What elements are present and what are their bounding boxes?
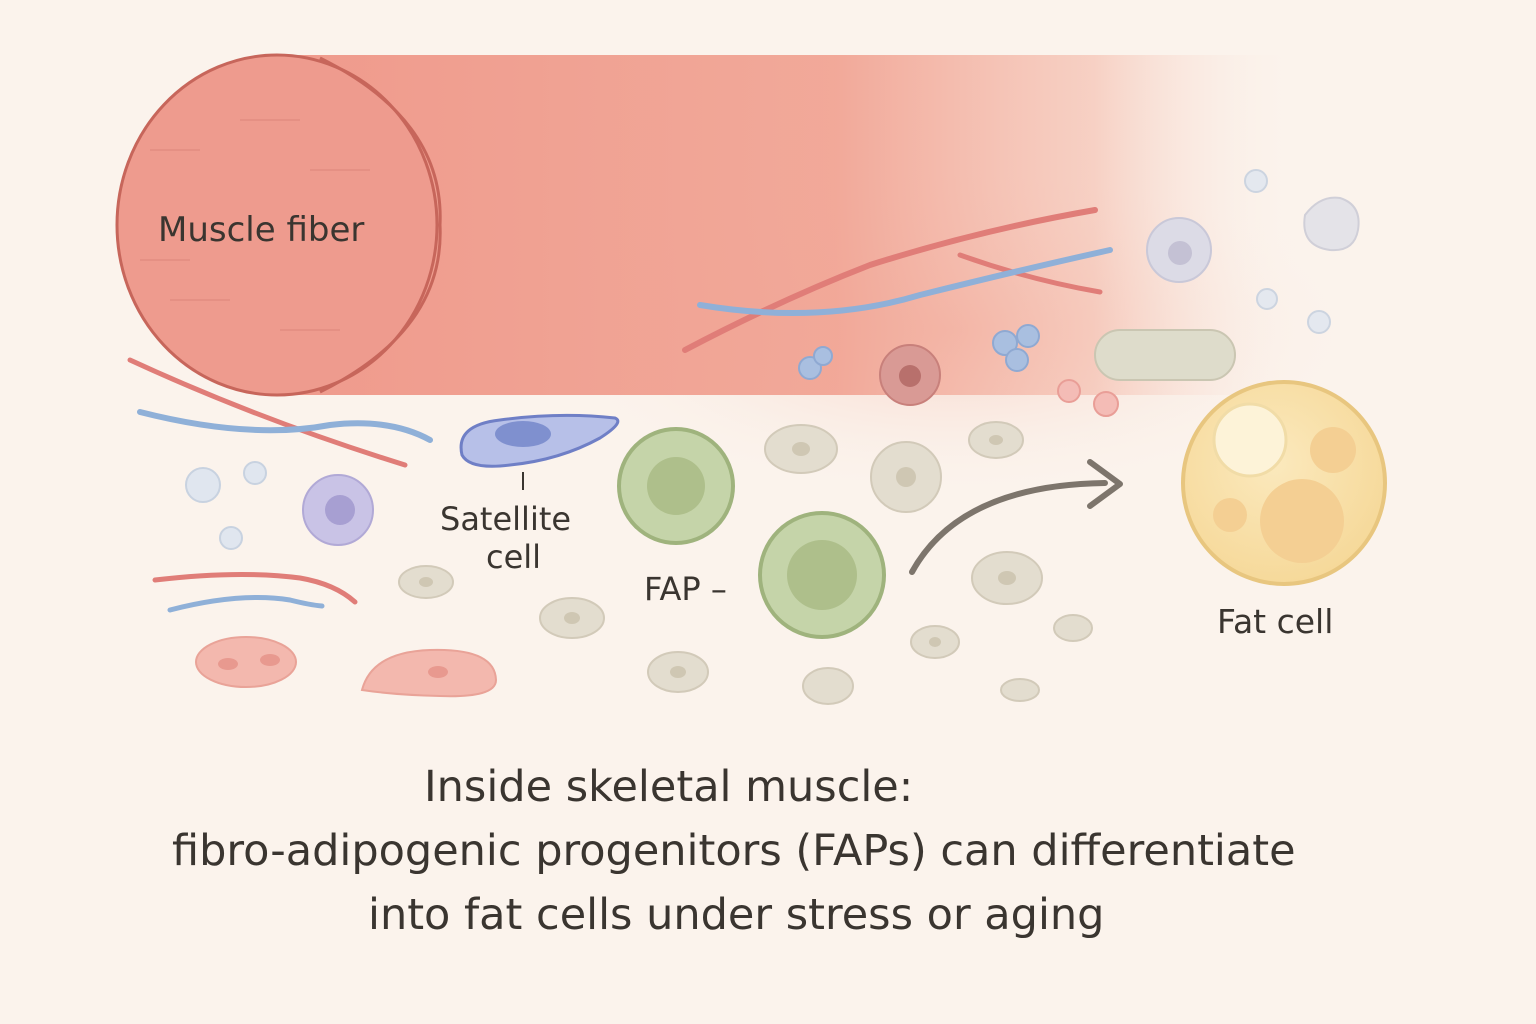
caption-line-2: fibro-adipogenic progenitors (FAPs) can … — [172, 826, 1296, 876]
lavender-cell-nucleus — [1168, 241, 1192, 265]
caption-line-3: into fat cells under stress or aging — [368, 890, 1104, 940]
red-blood-cell — [1094, 392, 1118, 416]
small-cell — [186, 468, 220, 502]
lipid-droplet — [1310, 427, 1356, 473]
pink-cell — [196, 637, 296, 687]
fat-cell — [1183, 382, 1385, 584]
small-cell — [1245, 170, 1267, 192]
fap-cell-nucleus — [787, 540, 857, 610]
pink-cell-nucleus — [428, 666, 448, 678]
lipid-droplet — [1260, 479, 1344, 563]
small-cell — [1308, 311, 1330, 333]
satellite-cell-label-line2: cell — [486, 538, 541, 576]
vessel-blue-bottom — [170, 598, 322, 610]
pink-cell-nucleus — [260, 654, 280, 666]
muscle-fiber-label: Muscle fiber — [158, 210, 364, 250]
dark-red-cell-nucleus — [899, 365, 921, 387]
pink-cell-nucleus — [218, 658, 238, 670]
lipid-droplet — [1214, 404, 1286, 476]
small-cell — [244, 462, 266, 484]
fat-cell-label: Fat cell — [1217, 602, 1333, 641]
gray-cell — [1304, 198, 1358, 251]
purple-cell-nucleus — [325, 495, 355, 525]
red-blood-cell — [1058, 380, 1080, 402]
satellite-cell-label-line1: Satellite — [440, 500, 571, 538]
small-cell — [1257, 289, 1277, 309]
elongated-cell — [1095, 330, 1235, 380]
lipid-droplet — [1213, 498, 1247, 532]
small-cell — [220, 527, 242, 549]
fap-label: FAP – — [644, 570, 727, 608]
fap-cell-nucleus — [647, 457, 705, 515]
satellite-cell — [461, 415, 618, 490]
caption-line-1: Inside skeletal muscle: — [424, 762, 913, 812]
satellite-cell-nucleus — [495, 421, 551, 447]
